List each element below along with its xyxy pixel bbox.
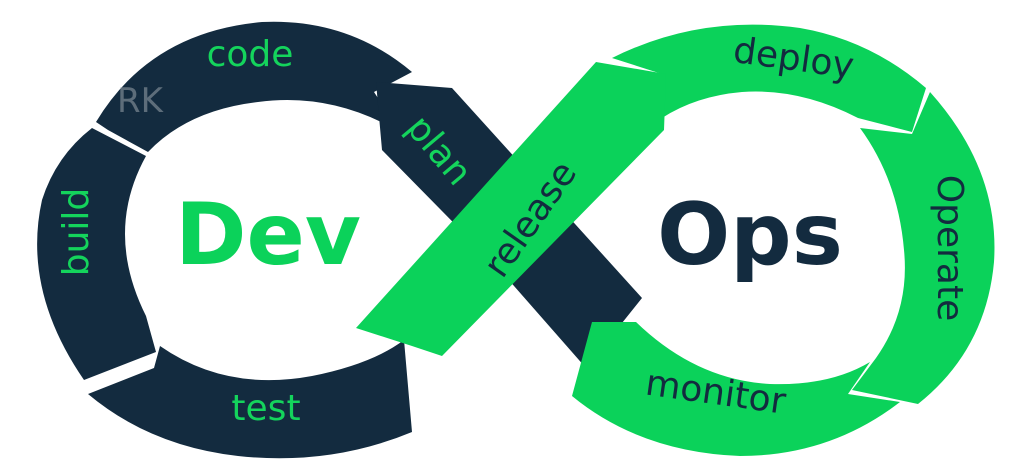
label-test: test [231, 388, 300, 429]
hub-dev: Dev [175, 185, 361, 285]
label-code: code [207, 34, 294, 75]
segment-release [356, 62, 666, 356]
label-operate: Operate [929, 175, 970, 321]
segment-monitor [572, 322, 900, 456]
segment-operate [852, 92, 995, 404]
hub-ops: Ops [657, 185, 843, 285]
segment-build [37, 128, 157, 380]
watermark-logo: RK [117, 81, 165, 121]
segment-code [96, 21, 412, 153]
label-build: build [56, 188, 97, 277]
segment-deploy [612, 24, 926, 132]
segment-test [88, 340, 412, 459]
